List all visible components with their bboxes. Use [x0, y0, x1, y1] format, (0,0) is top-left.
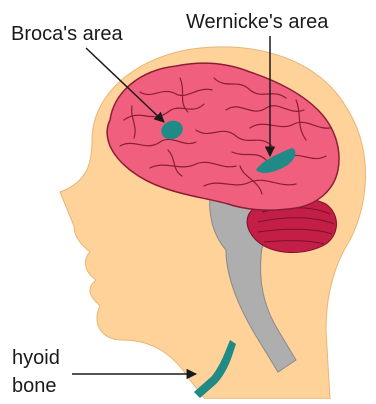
wernicke-area-label: Wernicke's area — [186, 11, 329, 33]
broca-area-label: Broca's area — [11, 23, 124, 45]
hyoid-label-line1: hyoid — [12, 347, 60, 369]
hyoid-label-line2: bone — [12, 375, 57, 397]
